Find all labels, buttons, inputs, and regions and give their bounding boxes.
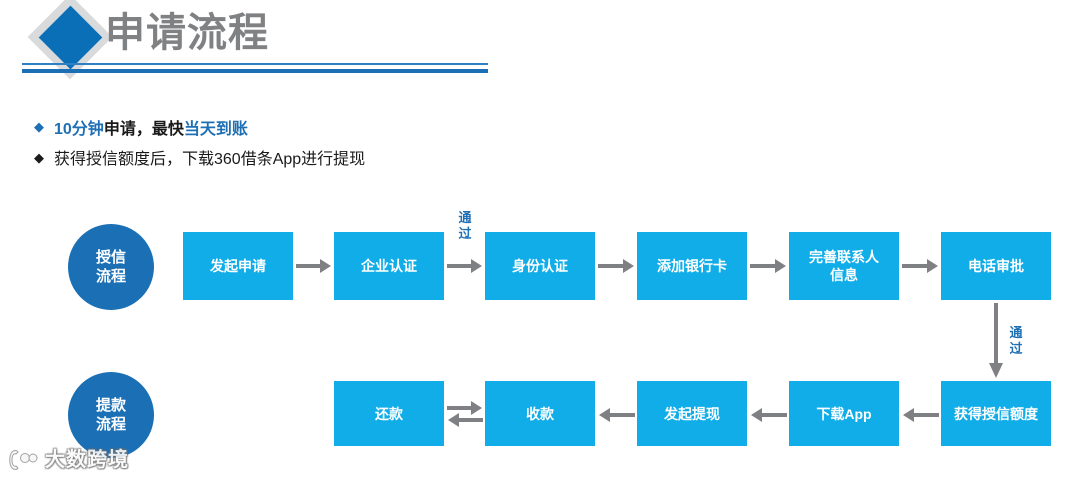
flow-edge-label-pass-horizontal: 通 过 xyxy=(456,210,474,242)
flow-node-download-app[interactable]: 下载App xyxy=(789,381,899,446)
flow-edge-label-pass-v-line1: 通 xyxy=(1009,325,1023,340)
header-divider-thin xyxy=(22,63,488,65)
flow-badge-credit-line2: 流程 xyxy=(95,268,126,285)
flow-arrow-down-icon xyxy=(988,303,1004,379)
flow-arrow-left-icon xyxy=(750,405,787,425)
flow-node-credit-granted[interactable]: 获得授信额度 xyxy=(941,381,1051,446)
flow-arrow-left-icon xyxy=(598,405,635,425)
flow-badge-credit-process: 授信 流程 xyxy=(68,224,154,310)
bullet-item-2: ◆ 获得授信额度后，下载360借条App进行提现 xyxy=(34,141,734,173)
flow-arrow-left-icon xyxy=(902,405,939,425)
bullet-1-segment-1: 10分钟 xyxy=(54,120,104,138)
flow-node-repayment[interactable]: 还款 xyxy=(334,381,444,446)
header-divider-thick xyxy=(22,69,488,73)
flow-badge-withdraw-line2: 流程 xyxy=(95,416,126,433)
flow-arrow-right-icon xyxy=(296,256,332,276)
flow-node-identity-verification[interactable]: 身份认证 xyxy=(485,232,595,300)
flow-edge-label-pass-h-line1: 通 xyxy=(458,210,472,225)
flow-node-contact-info[interactable]: 完善联系人 信息 xyxy=(789,232,899,300)
bullet-item-1-text: 10分钟申请，最快当天到账 xyxy=(54,115,248,139)
slide-header: 申请流程 xyxy=(0,0,1080,80)
flow-edge-label-pass-vertical: 通 过 xyxy=(1007,325,1025,357)
flow-badge-credit-line1: 授信 xyxy=(95,249,126,266)
flow-node-contact-info-line2: 信息 xyxy=(830,267,858,283)
flow-node-phone-approval[interactable]: 电话审批 xyxy=(941,232,1051,300)
flow-node-receive-funds[interactable]: 收款 xyxy=(485,381,595,446)
bullet-item-2-text: 获得授信额度后，下载360借条App进行提现 xyxy=(54,151,366,168)
brand-logo-icon xyxy=(8,449,38,471)
bullet-diamond-icon: ◆ xyxy=(34,119,44,134)
page-title: 申请流程 xyxy=(105,11,269,55)
flow-node-initiate-withdraw[interactable]: 发起提现 xyxy=(637,381,747,446)
bullet-item-1: ◆ 10分钟申请，最快当天到账 xyxy=(34,112,734,141)
flow-node-add-bank-card[interactable]: 添加银行卡 xyxy=(637,232,747,300)
flow-arrow-right-icon xyxy=(750,256,787,276)
flow-edge-label-pass-v-line2: 过 xyxy=(1009,341,1023,356)
flow-edge-label-pass-h-line2: 过 xyxy=(458,226,472,241)
bullet-list: ◆ 10分钟申请，最快当天到账 ◆ 获得授信额度后，下载360借条App进行提现 xyxy=(34,112,734,173)
flow-node-submit-application[interactable]: 发起申请 xyxy=(183,232,293,300)
flow-node-enterprise-verification[interactable]: 企业认证 xyxy=(334,232,444,300)
bullet-1-segment-2: 申请，最快 xyxy=(103,120,184,138)
flow-arrow-right-icon xyxy=(598,256,635,276)
flow-node-contact-info-line1: 完善联系人 xyxy=(809,249,879,265)
bullet-1-segment-3: 当天到账 xyxy=(183,120,248,138)
watermark: 大数跨境 xyxy=(8,449,129,471)
bullet-diamond-icon: ◆ xyxy=(34,149,44,165)
flow-arrow-bidirectional-icon xyxy=(447,400,483,428)
flow-arrow-right-icon xyxy=(447,256,483,276)
watermark-text: 大数跨境 xyxy=(45,449,129,471)
flow-badge-withdraw-process: 提款 流程 xyxy=(68,372,154,458)
flow-badge-withdraw-line1: 提款 xyxy=(95,397,126,414)
flow-arrow-right-icon xyxy=(902,256,939,276)
